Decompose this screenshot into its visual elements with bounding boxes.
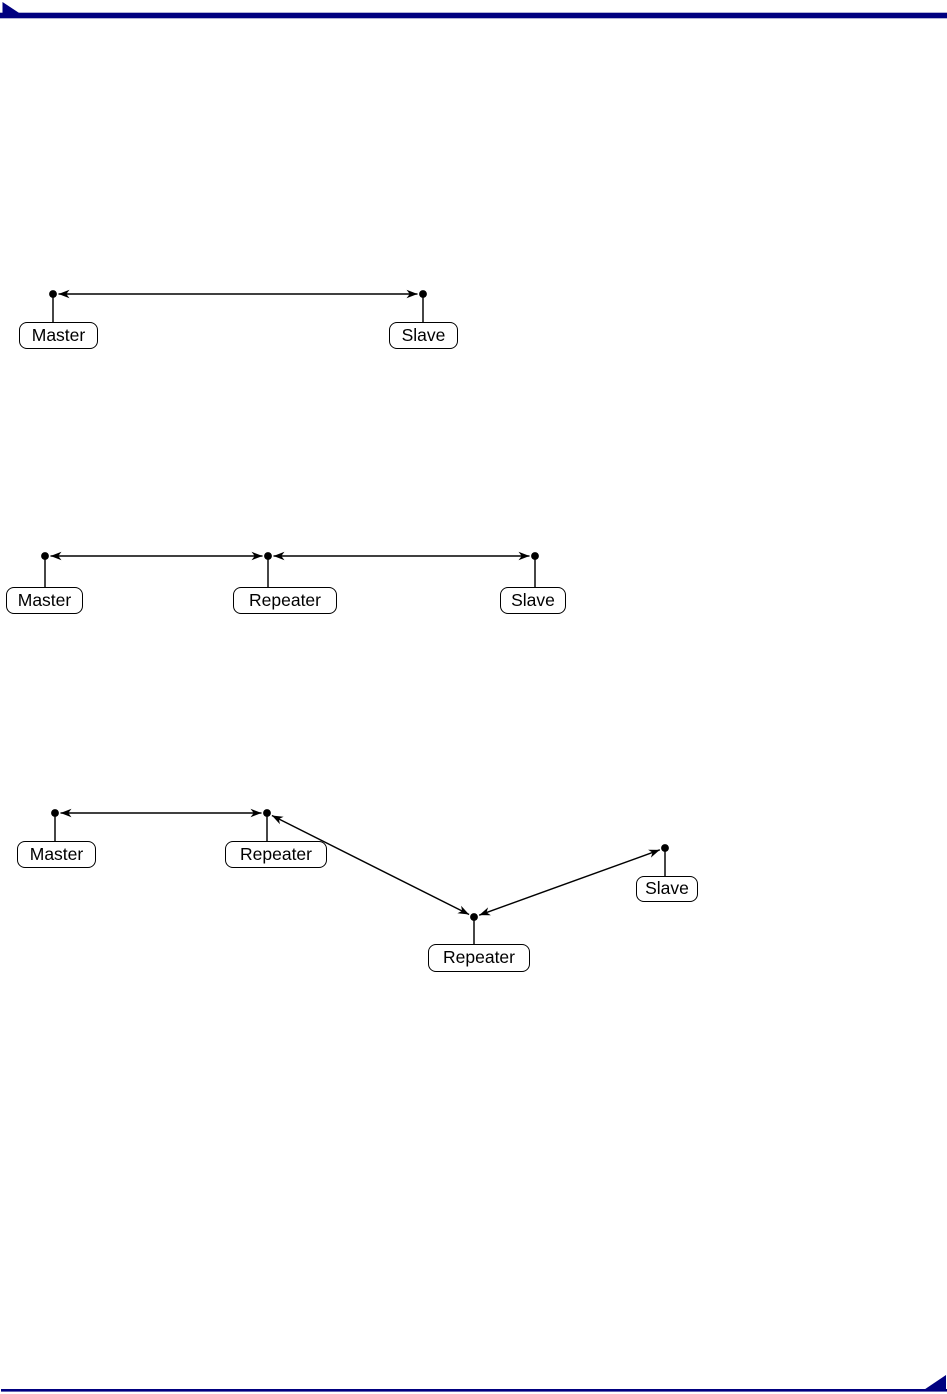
arrowhead — [518, 551, 530, 561]
node-label: Master — [31, 324, 86, 345]
footer-corner-triangle — [923, 1375, 946, 1391]
arrowhead — [250, 808, 262, 818]
bus-tap-dot — [531, 552, 539, 560]
connection-line — [271, 814, 470, 916]
arrowhead — [271, 815, 284, 825]
arrowhead — [406, 289, 418, 299]
arrowhead — [648, 849, 660, 858]
node-label: Master — [17, 589, 72, 610]
bus-tap-dot — [470, 913, 478, 921]
connection-line — [478, 849, 661, 916]
arrowhead — [479, 907, 491, 916]
node-box-master: Master — [17, 841, 96, 868]
diagram-master-repeater-slave-chain — [41, 551, 539, 589]
node-box-slave: Slave — [500, 587, 566, 614]
bus-tap-dot — [51, 809, 59, 817]
node-label: Slave — [645, 878, 689, 899]
bus-tap-dot — [263, 809, 271, 817]
node-box-slave: Slave — [389, 322, 458, 349]
bus-tap-dot — [41, 552, 49, 560]
arrowhead — [457, 905, 470, 915]
node-box-slave: Slave — [636, 876, 698, 902]
diagram-master-slave-point-to-point — [49, 289, 427, 324]
node-label: Repeater — [249, 589, 321, 610]
footer-rule — [1, 1389, 947, 1392]
node-label: Repeater — [443, 947, 515, 968]
arrowhead — [273, 551, 285, 561]
node-box-master: Master — [6, 587, 83, 614]
bus-tap-dot — [661, 844, 669, 852]
node-label: Master — [29, 843, 84, 864]
node-box-repeater2: Repeater — [428, 944, 530, 972]
header-rule — [0, 12, 947, 19]
arrowhead — [60, 808, 72, 818]
node-label: Slave — [401, 324, 446, 345]
bus-tap-dot — [49, 290, 57, 298]
node-label: Repeater — [240, 843, 312, 864]
arrowhead — [251, 551, 263, 561]
node-box-master: Master — [19, 322, 98, 349]
bus-tap-dot — [419, 290, 427, 298]
bus-tap-dot — [264, 552, 272, 560]
node-box-repeater: Repeater — [233, 587, 337, 614]
node-label: Slave — [511, 589, 555, 610]
diagram-master-two-repeaters-slave — [51, 808, 669, 946]
arrowhead — [58, 289, 70, 299]
node-box-repeater1: Repeater — [225, 841, 327, 868]
arrowhead — [50, 551, 62, 561]
